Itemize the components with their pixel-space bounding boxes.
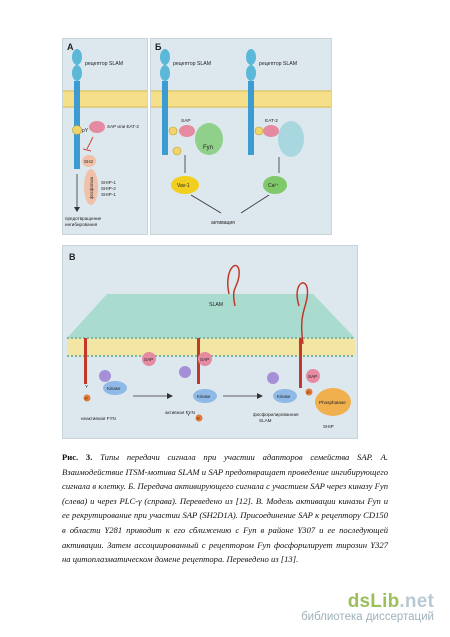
prevention-line: предотвращение [65, 216, 102, 221]
caption-lead: Рис. 3. [62, 452, 93, 462]
receptor-ig-domain [160, 49, 170, 65]
ship-line: SHIP-2 [101, 186, 116, 191]
y-label: Y [85, 384, 88, 389]
kinase-label: Kinase [197, 394, 211, 399]
slam-ectodomain [296, 282, 309, 345]
receptor-ig-domain [246, 49, 256, 65]
phospho-group [305, 388, 313, 396]
arrow-right-icon [257, 393, 263, 399]
panel-v-letter: В [69, 252, 76, 262]
sap-label: SAP [144, 357, 153, 362]
phosphorylated-slam-line: SLAM [259, 418, 272, 423]
ship-line: SHIP-1 [101, 192, 116, 197]
fyn-kinase-domain [103, 381, 127, 395]
prevention-line: ингибирования [65, 222, 98, 227]
calcium-signal [263, 176, 287, 194]
py-circle [168, 126, 178, 136]
figure-caption: Рис. 3. Типы передачи сигнала при участи… [62, 450, 388, 567]
receptor-ig-domain [72, 65, 82, 81]
panel-a-letter: А [67, 42, 74, 52]
figure-panel-b: Б рецептор SLAM рецептор SLAM SAP Fyn Va… [150, 38, 332, 235]
py-label: pY [82, 128, 89, 134]
phosphatase-protein [84, 169, 98, 205]
phosphatase-label: Phosphatase [319, 400, 346, 405]
fyn-kinase-domain [273, 389, 297, 403]
receptor-ig-domain [246, 65, 256, 81]
eat-label: EAT-2 [265, 118, 278, 124]
active-fyn-label: активная FYN [165, 410, 195, 415]
sap-label: SAP [181, 118, 191, 124]
plc-gamma-protein [278, 121, 304, 157]
sh2-label: SH2 [84, 159, 93, 164]
figure-panel-a: А рецептор SLAM pY SAP или EAT-2 SH2 фос… [62, 38, 148, 235]
panel-b-diagram: Б рецептор SLAM рецептор SLAM SAP Fyn Va… [151, 42, 331, 226]
slam-receptor [84, 338, 87, 384]
eat2-protein [263, 125, 279, 137]
panel-b-letter: Б [155, 42, 162, 52]
sap-label: SAP [308, 374, 317, 379]
ca-label: Ca²⁺ [268, 183, 279, 189]
phosphatase-label: фосфатаза [89, 176, 94, 199]
membrane-band [63, 91, 147, 107]
sap-protein [306, 369, 320, 383]
logo-tld: .net [399, 591, 434, 612]
phospho-group [195, 414, 203, 422]
receptor-right-label: рецептор SLAM [259, 61, 297, 67]
watermark-logo[interactable]: dsLib.net [301, 591, 434, 613]
fyn-label: Fyn [203, 145, 213, 151]
phosphorylated-slam-line: фосфорилированная [253, 412, 299, 417]
vav-label: Vav-1 [177, 183, 190, 189]
receptor-label: рецептор SLAM [85, 61, 123, 67]
fyn-kinase [195, 123, 223, 155]
membrane-band [151, 91, 331, 107]
sap-label: SAP [200, 357, 209, 362]
inactive-fyn-label: неактивная FYN [81, 416, 116, 421]
slam-receptor [74, 81, 80, 169]
slam-ectodomain [227, 264, 240, 307]
membrane-bilayer [67, 338, 355, 356]
slam-label: SLAM [209, 302, 223, 308]
arrow-down-icon [74, 207, 80, 212]
p-label: P [85, 396, 88, 401]
panel-v-diagram: В SLAM SAP SAP SAP Kinase Y P неактивная… [67, 252, 355, 429]
panel-a-diagram: А рецептор SLAM pY SAP или EAT-2 SH2 фос… [63, 42, 147, 227]
arrow-right-icon [167, 393, 173, 399]
kinase-label: Kinase [277, 394, 291, 399]
sap-protein [142, 352, 156, 366]
y-label: Y [187, 412, 190, 417]
caption-text: Типы передачи сигнала при участии адапто… [62, 452, 388, 565]
receptor-left-label: рецептор SLAM [173, 61, 211, 67]
py-circle [172, 146, 182, 156]
py-circle [254, 126, 264, 136]
sap-label: SAP или EAT-2 [107, 124, 139, 129]
activation-label: активация [211, 220, 235, 226]
watermark[interactable]: dsLib.net библиотека диссертаций [301, 591, 434, 623]
figure-panel-v: В SLAM SAP SAP SAP Kinase Y P неактивная… [62, 245, 358, 439]
fyn-kinase-domain [193, 389, 217, 403]
slam-receptor-left [162, 81, 168, 155]
membrane-surface [67, 294, 355, 338]
py-circle [72, 125, 82, 135]
vav1-protein [171, 176, 199, 194]
receptor-ig-domain [72, 49, 82, 65]
sap-protein [179, 125, 195, 137]
sh2-domain [82, 155, 96, 167]
p-label: P [197, 416, 200, 421]
ship-line: SHIP-1 [101, 180, 116, 185]
fyn-sh3 [267, 372, 279, 384]
phospho-group [83, 394, 91, 402]
sap-protein [89, 121, 105, 133]
logo-main: dsLib [347, 591, 400, 612]
receptor-ig-domain [160, 65, 170, 81]
ship-label: SHIP [323, 424, 334, 429]
phosphatase-protein [315, 388, 351, 416]
sap-protein [198, 352, 212, 366]
slam-receptor [299, 338, 302, 388]
fyn-sh3 [179, 366, 191, 378]
fyn-sh3 [99, 370, 111, 382]
slam-receptor-right [248, 81, 254, 155]
watermark-subtitle: библиотека диссертаций [301, 611, 434, 623]
kinase-label: Kinase [107, 386, 121, 391]
p-label: P [307, 390, 310, 395]
